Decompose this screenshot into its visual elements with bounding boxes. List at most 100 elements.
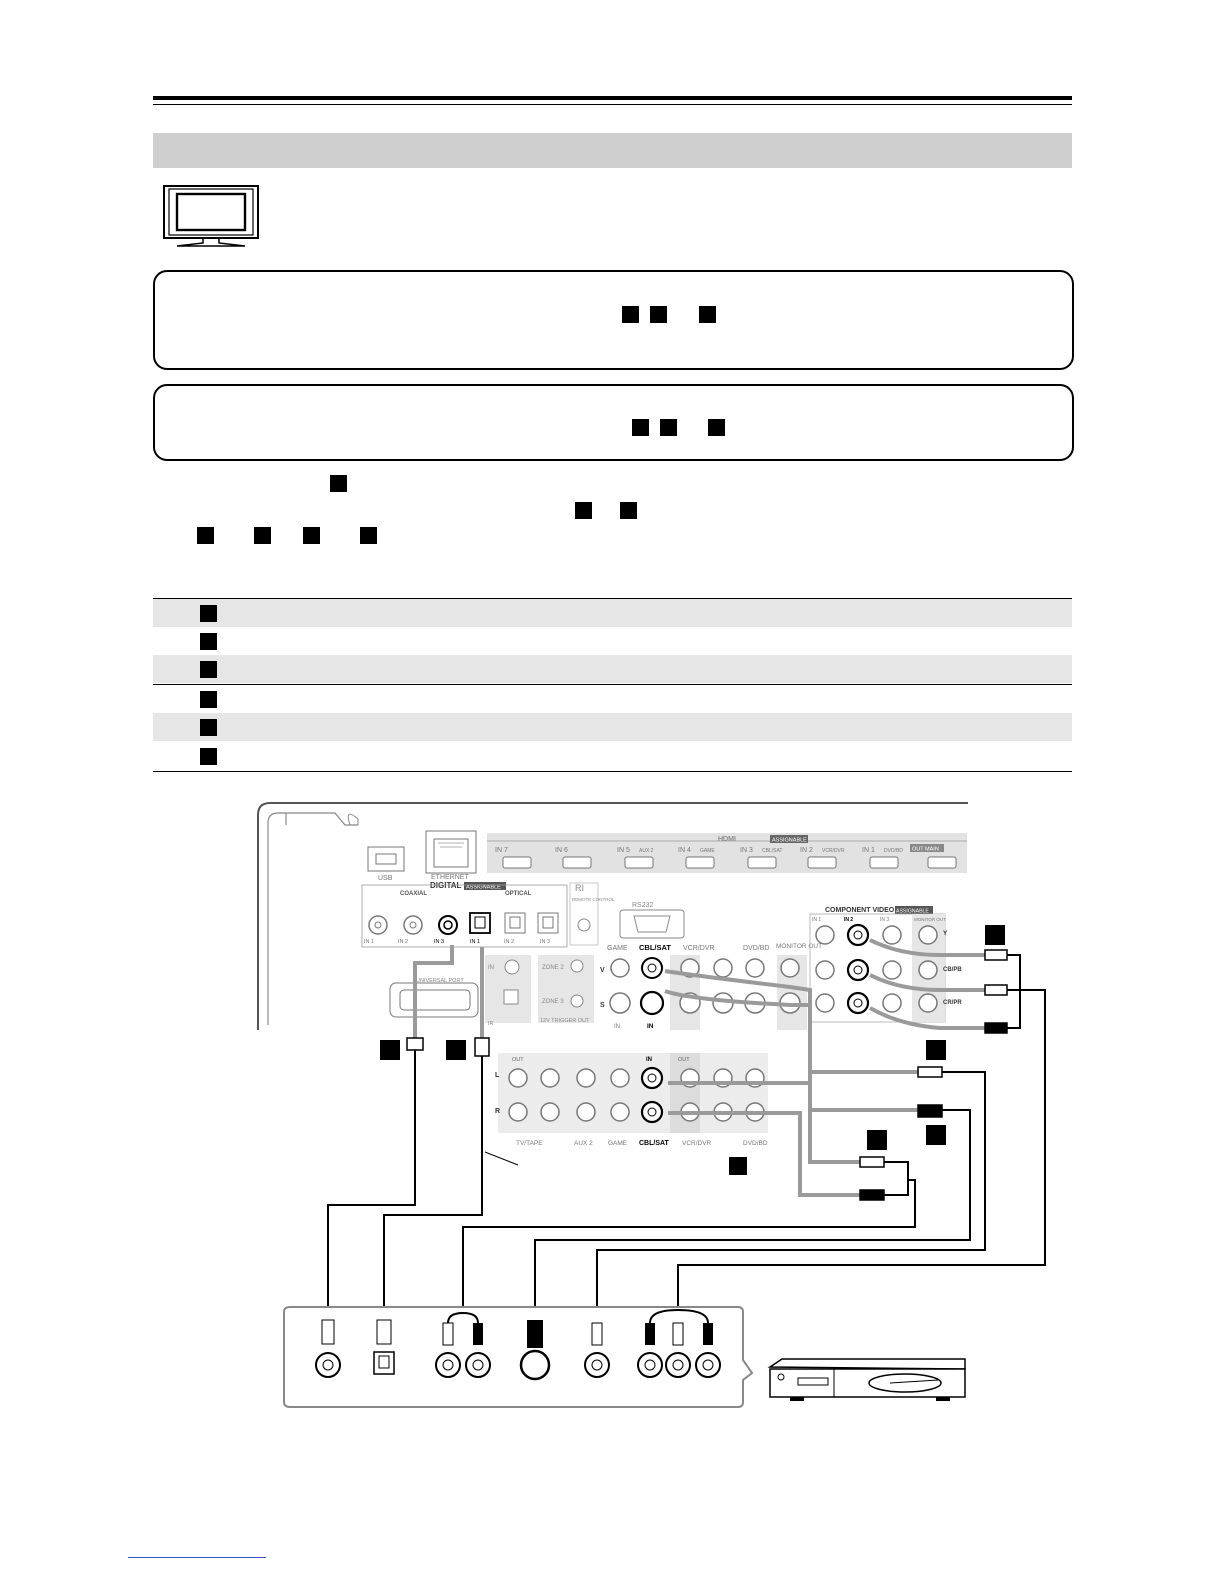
component-in2-label: IN 2 [844,917,853,923]
optical-in1-label: IN 1 [470,939,480,945]
zone2-label: ZONE 2 [542,965,564,971]
ri-label: RI [575,883,584,893]
hdmi-in-7-label: IN 7 [495,847,508,854]
table-bottom-rule [153,771,1072,772]
section-header-bar [153,133,1072,168]
trigger-label: 12V TRIGGER OUT [540,1018,590,1024]
audio-col-aux2: AUX 2 [574,1140,593,1147]
optical-label: OPTICAL [505,891,532,897]
footer-link[interactable] [128,1557,266,1558]
marker-square [446,1040,466,1060]
marker-square [200,605,217,622]
hdmi-in-1-label: IN 1 [862,847,875,854]
table-row [153,685,1072,713]
marker-square [330,475,347,492]
digital-title: DIGITAL [430,881,462,890]
marker-square [200,748,217,765]
table-row [153,627,1072,655]
callout-line [484,1151,519,1166]
hdmi-in-5-label: IN 5 [617,847,630,854]
ir-in-label: IN [488,965,494,971]
hdmi-assignable-badge: ASSIGNABLE [772,838,807,844]
video-v-label: V [600,967,605,974]
marker-square [708,419,725,436]
marker-square [867,1130,887,1150]
hdmi-ports: IN 7 IN 6 IN 5 AUX 2 IN 4 GAME IN 3 CBL/… [495,844,957,869]
connection-diagram: HDMI ASSIGNABLE IN 7 IN 6 IN 5 AUX 2 IN … [250,795,1050,1415]
video-col-dvdbd: DVD/BD [743,945,769,952]
marker-square [575,502,592,519]
component-cb-label: CB/PB [943,967,962,973]
coax-in1-label: IN 1 [364,939,374,945]
marker-square [380,1040,400,1060]
source-device-icon [767,1358,966,1401]
hdmi-in-1-note: DVD/BD [884,848,903,854]
header-rule-thick [153,96,1072,100]
table-row [153,742,1072,770]
tv-icon [163,185,259,249]
marker-square [985,925,1005,945]
hdmi-in-3-label: IN 3 [740,847,753,854]
video-col-game: GAME [607,945,628,952]
hdmi-in-6-label: IN 6 [555,847,568,854]
marker-square [650,306,667,323]
gray-cables [413,938,985,1197]
marker-square [699,306,716,323]
coax-in2-label: IN 2 [398,939,408,945]
component-title: COMPONENT VIDEO [825,907,895,914]
marker-square [926,1040,946,1060]
hdmi-in-2-label: IN 2 [800,847,813,854]
marker-square [360,527,377,544]
hdmi-in-3-note: CBL/SAT [762,848,782,854]
usb-label: USB [378,875,393,882]
marker-square [197,527,214,544]
hdmi-in-5-note: AUX 2 [639,848,654,854]
table-row [153,713,1072,741]
hdmi-title: HDMI [718,836,736,843]
video-in-label-game: IN [614,1024,620,1030]
video-s-label: S [600,1002,605,1009]
marker-square [200,633,217,650]
optical-in2-label: IN 2 [504,939,514,945]
marker-square [200,691,217,708]
rs232-label: RS232 [632,902,654,909]
marker-square [620,502,637,519]
audio-out-label: OUT [512,1057,524,1063]
video-col-cblsat: CBL/SAT [639,943,671,952]
note-box-1 [153,270,1074,370]
optical-in3-label: IN 3 [540,939,550,945]
component-in3-label: IN 3 [880,917,889,923]
component-monitor-out-label: MONITOR OUT [914,917,946,922]
audio-col-tvtape: TV/TAPE [516,1140,543,1147]
marker-square [632,419,649,436]
ir-label: IR [488,1021,494,1027]
source-jacks [315,1319,721,1381]
table-row [153,655,1072,683]
universal-port-label: UNIVERSAL PORT [416,978,464,984]
audio-out-label-2: OUT [678,1057,690,1063]
optical-inputs: IN 1 IN 2 IN 3 [469,912,559,945]
marker-square [303,527,320,544]
zone3-label: ZONE 3 [542,999,564,1005]
remote-control-label: REMOTE CONTROL [572,897,615,902]
hdmi-in-2-note: VCR/DVR [822,848,845,854]
hdmi-out-label: OUT MAIN [912,847,939,853]
source-panel [283,1306,754,1408]
monitor-out-video-label: MONITOR OUT [776,943,822,950]
marker-square [926,1125,946,1145]
table-mid-rule [153,684,1072,685]
component-y-label: Y [943,930,948,937]
coax-in3-label: IN 3 [434,939,444,945]
audio-col-vcrdvr: VCR/DVR [682,1140,712,1147]
marker-square [200,719,217,736]
ethernet-label: ETHERNET [431,874,469,881]
component-assignable-badge: ASSIGNABLE [896,909,929,915]
component-jacks [815,923,938,1015]
component-in1-label: IN 1 [812,917,821,923]
component-cr-label: CR/PR [943,1000,962,1006]
table-row [153,599,1072,627]
marker-square [200,661,217,678]
audio-jacks [508,1066,765,1124]
video-in-label-cblsat: IN [647,1023,654,1030]
audio-l-label: L [495,1072,500,1079]
